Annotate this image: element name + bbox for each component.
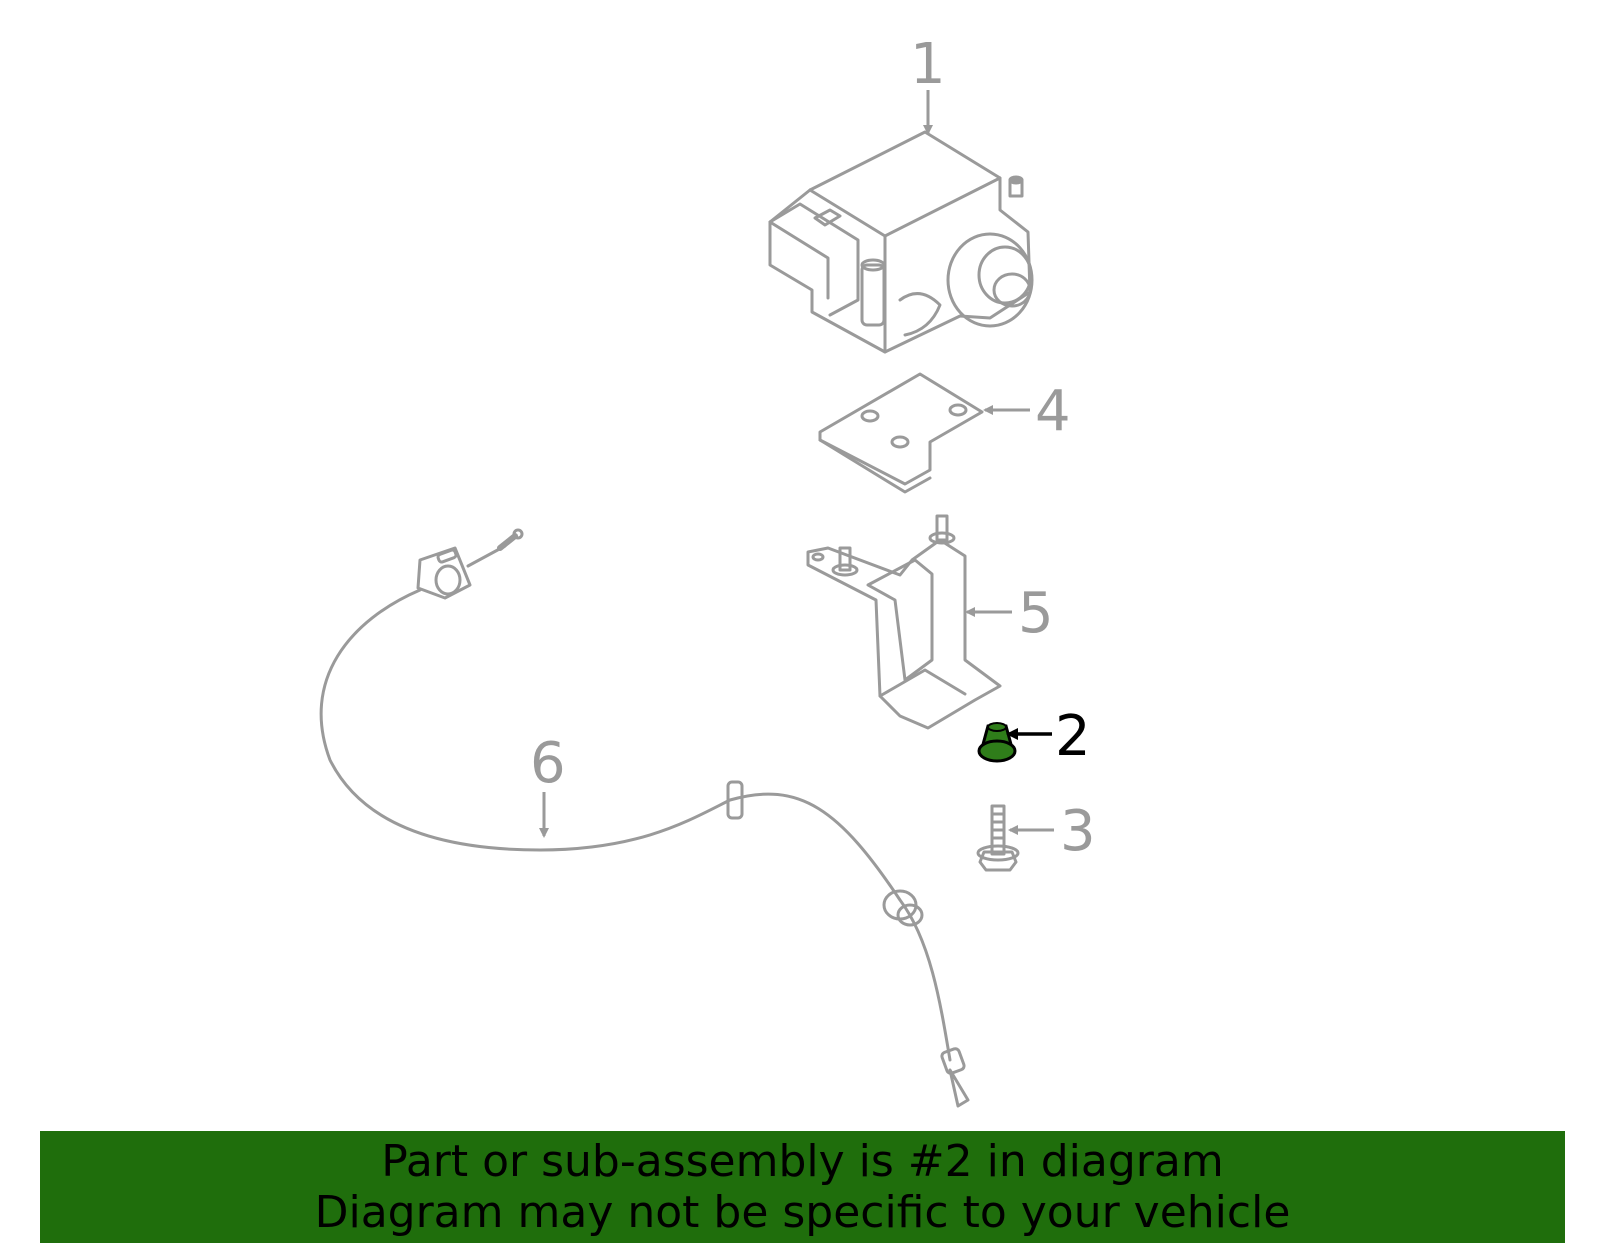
part-3-bolt (976, 804, 1020, 872)
callout-1: 1 (910, 32, 946, 97)
part-6-sensor-cable (319, 528, 970, 1108)
callout-4: 4 (1035, 379, 1071, 444)
banner-line-1: Part or sub-assembly is #2 in diagram (381, 1136, 1224, 1187)
banner-line-2: Diagram may not be specific to your vehi… (314, 1187, 1291, 1238)
info-banner: Part or sub-assembly is #2 in diagram Di… (40, 1131, 1565, 1243)
callout-3: 3 (1060, 799, 1096, 864)
part-5-bracket (806, 514, 1002, 730)
part-2-nut (977, 722, 1017, 763)
part-4-plate (818, 372, 984, 494)
callout-leaders (539, 90, 1054, 838)
callout-5: 5 (1018, 581, 1054, 646)
callout-6: 6 (530, 731, 566, 796)
part-1-abs-actuator (768, 130, 1034, 354)
callout-2: 2 (1055, 704, 1091, 769)
